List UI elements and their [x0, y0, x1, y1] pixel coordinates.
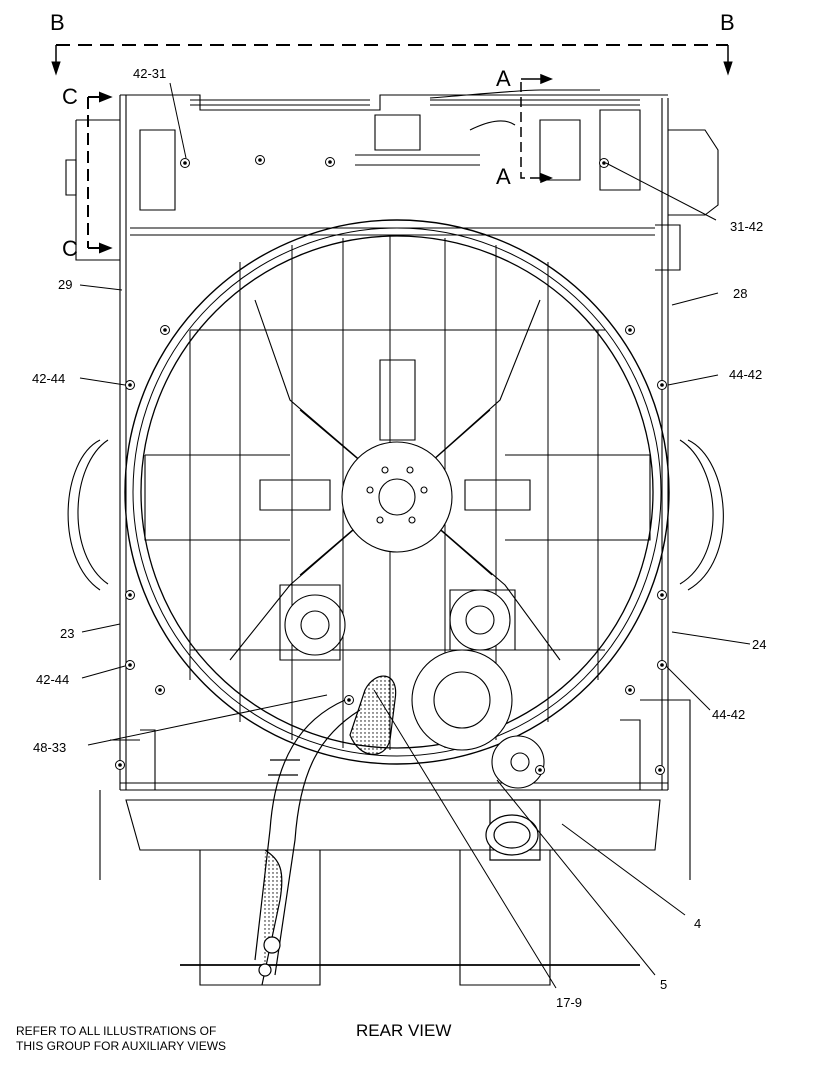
note-line-2: THIS GROUP FOR AUXILIARY VIEWS — [16, 1039, 227, 1053]
callout-42-31: 42-31 — [133, 66, 167, 81]
section-marker-c-top: C — [62, 84, 78, 109]
callout-24: 24 — [752, 637, 767, 652]
section-marker-b-left: B — [50, 10, 65, 35]
callout-42-44-lower: 42-44 — [36, 672, 70, 687]
section-marker-b-right: B — [720, 10, 735, 35]
callout-5: 5 — [660, 977, 668, 992]
callout-44-42-upper: 44-42 — [729, 367, 763, 382]
section-line-c — [87, 91, 113, 254]
callout-42-44-upper: 42-44 — [32, 371, 66, 386]
coolant-hose — [254, 675, 541, 986]
section-marker-a-top: A — [496, 66, 511, 91]
callout-23: 23 — [60, 626, 75, 641]
callout-4: 4 — [694, 916, 702, 931]
callout-48-33: 48-33 — [33, 740, 67, 755]
view-title: REAR VIEW — [356, 1021, 452, 1040]
fan-hub — [341, 441, 453, 553]
section-marker-a-bottom: A — [496, 164, 511, 189]
callout-44-42-lower: 44-42 — [712, 707, 746, 722]
callout-28: 28 — [733, 286, 748, 301]
leader-lines — [79, 82, 751, 989]
section-line-b — [51, 44, 733, 76]
note-line-1: REFER TO ALL ILLUSTRATIONS OF — [16, 1024, 217, 1038]
auxiliary-views-note: REFER TO ALL ILLUSTRATIONS OF THIS GROUP… — [16, 1024, 226, 1054]
callout-17-9: 17-9 — [556, 995, 583, 1010]
callout-29: 29 — [58, 277, 73, 292]
pulley-assemblies — [279, 584, 545, 789]
callout-31-42: 31-42 — [730, 219, 764, 234]
section-marker-c-bottom: C — [62, 236, 78, 261]
